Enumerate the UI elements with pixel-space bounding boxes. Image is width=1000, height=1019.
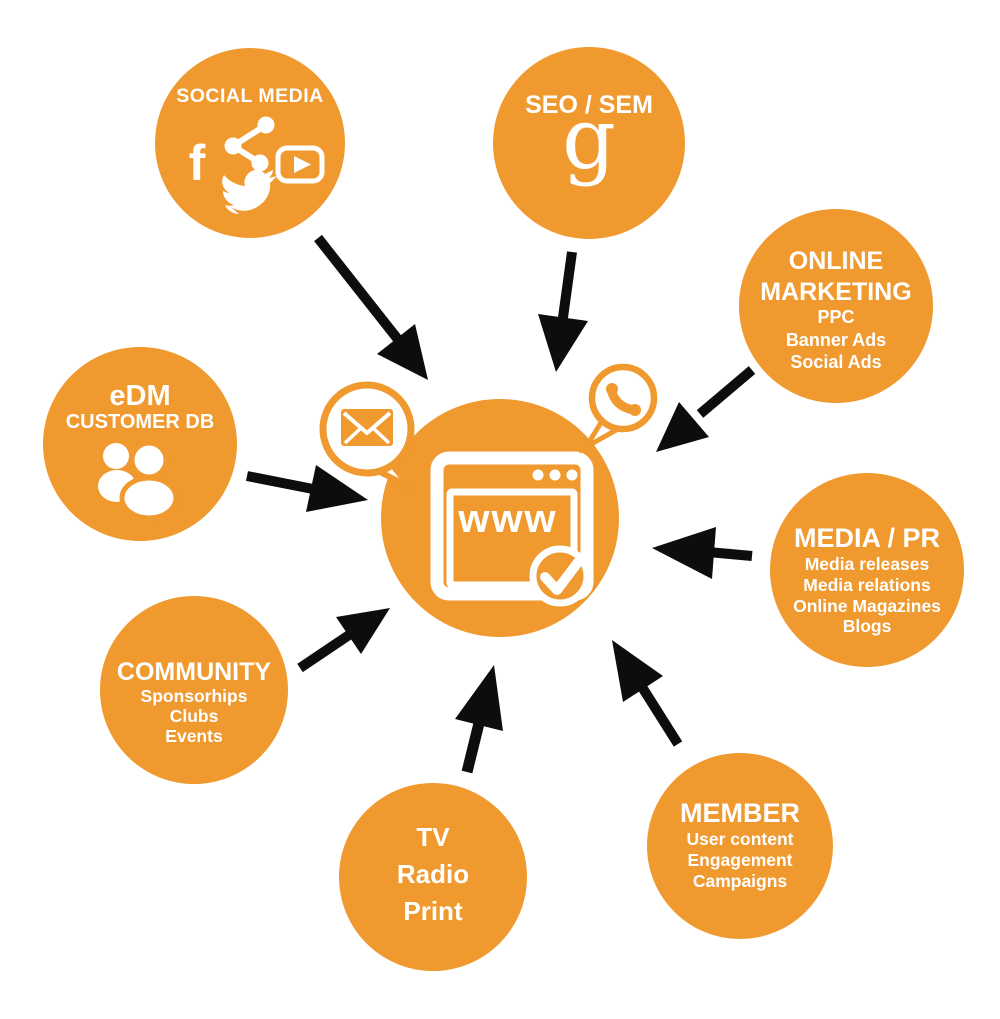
node-member: MEMBER User content Engagement Campaigns (647, 753, 833, 939)
node-community: COMMUNITY Sponsorhips Clubs Events (100, 596, 288, 784)
seo-sem-circle (493, 47, 685, 239)
member-item: Engagement (687, 850, 792, 870)
arrow-community-to-center (297, 608, 390, 673)
tv-radio-print-item: Print (403, 896, 463, 926)
center-www-label: www (457, 497, 557, 541)
browser-dot-icon (532, 469, 544, 481)
arrow-tv-radio-print-to-center (455, 665, 503, 774)
online-marketing-title-line2: MARKETING (760, 278, 911, 306)
seo-sem-title: SEO / SEM (525, 91, 653, 119)
mail-bubble-icon (319, 381, 415, 490)
check-icon (529, 545, 591, 607)
member-item: Campaigns (693, 871, 788, 891)
tv-radio-print-circle (339, 783, 527, 971)
node-online-marketing: ONLINE MARKETING PPC Banner Ads Social A… (739, 209, 933, 403)
media-pr-item: Blogs (843, 616, 892, 636)
center-hub: www (381, 399, 619, 637)
community-item: Events (165, 726, 223, 746)
node-edm: eDM CUSTOMER DB (43, 347, 237, 541)
node-tv-radio-print: TV Radio Print (339, 783, 527, 971)
browser-dot-icon (549, 469, 561, 481)
arrow-member-to-center (612, 640, 683, 747)
social-media-title: SOCIAL MEDIA (176, 85, 324, 107)
community-item: Sponsorhips (141, 686, 248, 706)
arrow-edm-to-center (246, 465, 368, 512)
member-title: MEMBER (680, 798, 800, 828)
arrow-social-media-to-center (314, 234, 428, 380)
media-pr-title: MEDIA / PR (794, 523, 940, 553)
social-media-circle (155, 48, 345, 238)
envelope-icon (341, 409, 393, 446)
edm-title: eDM (109, 380, 170, 412)
phone-handset-icon (606, 383, 641, 416)
edm-subtitle: CUSTOMER DB (66, 411, 215, 433)
arrow-seo-sem-to-center (538, 251, 588, 372)
share-icon (224, 116, 275, 172)
arrow-online-marketing-to-center (656, 366, 756, 452)
media-pr-circle (770, 473, 964, 667)
community-item: Clubs (170, 706, 219, 726)
browser-dot-icon (566, 469, 578, 481)
online-marketing-title-line1: ONLINE (789, 247, 883, 275)
community-circle (100, 596, 288, 784)
twitter-icon (222, 169, 277, 214)
media-pr-item: Media relations (803, 575, 931, 595)
member-circle (647, 753, 833, 939)
facebook-icon: f (189, 135, 206, 191)
media-pr-item: Online Magazines (793, 596, 941, 616)
node-media-pr: MEDIA / PR Media releases Media relation… (770, 473, 964, 667)
google-icon: g (562, 90, 616, 188)
online-marketing-item: PPC (817, 307, 854, 327)
media-pr-item: Media releases (805, 554, 930, 574)
online-marketing-item: Social Ads (790, 352, 881, 372)
browser-window-icon: www (430, 451, 594, 601)
node-social-media: SOCIAL MEDIA f (155, 48, 345, 238)
arrow-media-pr-to-center (652, 527, 753, 579)
youtube-icon (275, 145, 325, 184)
member-item: User content (687, 829, 794, 849)
community-title: COMMUNITY (117, 658, 271, 686)
people-icon (98, 440, 179, 521)
online-marketing-item: Banner Ads (786, 330, 886, 350)
node-seo-sem: SEO / SEM g (493, 47, 685, 239)
online-marketing-circle (739, 209, 933, 403)
tv-radio-print-item: TV (416, 822, 450, 852)
tv-radio-print-item: Radio (397, 859, 469, 889)
phone-bubble-icon (578, 363, 658, 454)
